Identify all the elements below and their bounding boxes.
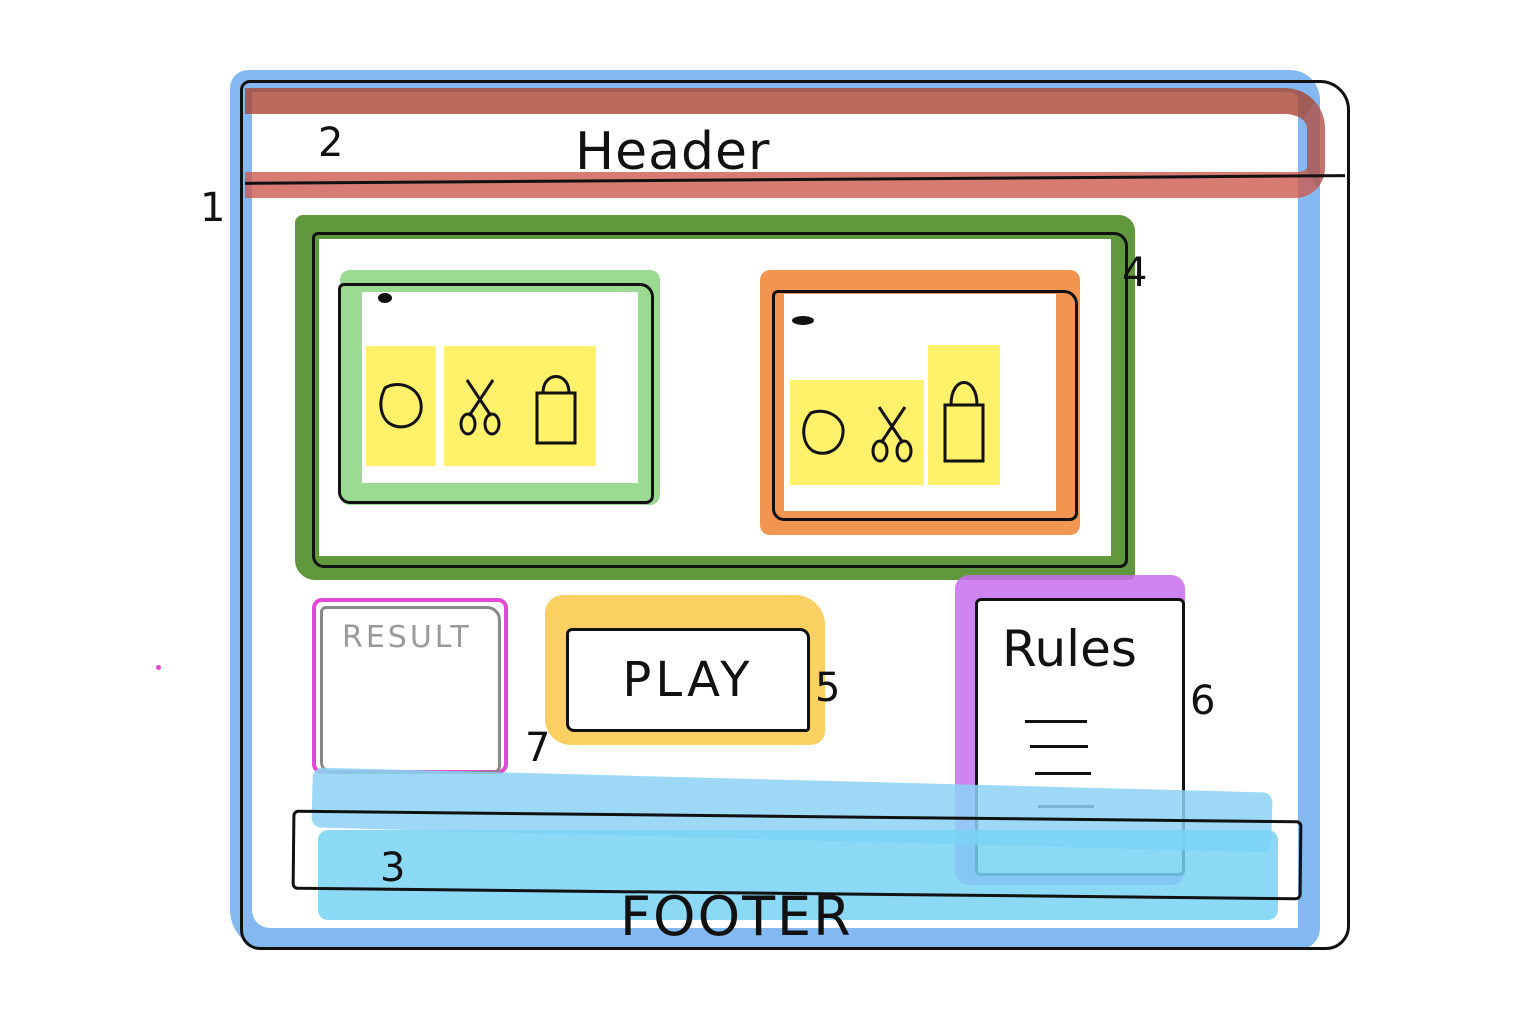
annotation-frame: 1 [200, 185, 226, 231]
player-option-rock[interactable] [366, 346, 436, 466]
annotation-header: 2 [318, 120, 344, 166]
rules-text-line [1030, 745, 1088, 748]
play-button[interactable]: PLAY [566, 628, 810, 732]
rock-icon [379, 383, 423, 429]
header [245, 88, 1325, 198]
player-card-outline [338, 283, 654, 504]
rules-text-line [1035, 772, 1091, 775]
annotation-rules: 6 [1190, 678, 1216, 724]
choices-panel-outline [312, 232, 1128, 568]
computer-card-outline [772, 290, 1078, 521]
player-option-paper-bag[interactable] [516, 346, 596, 466]
annotation-choices: 4 [1122, 250, 1148, 296]
paper-bag-icon [535, 375, 577, 445]
player-card [340, 270, 660, 505]
computer-option-scissors [860, 380, 924, 485]
footer-highlight [318, 830, 1278, 920]
rules-title: Rules [1002, 620, 1137, 678]
computer-marker-icon [792, 316, 814, 325]
computer-option-paper-bag [928, 345, 1000, 485]
computer-option-rock [790, 380, 860, 485]
rules-text-line [1025, 720, 1087, 723]
annotation-result: 7 [525, 725, 551, 771]
stray-dot [156, 665, 161, 670]
player-option-scissors[interactable] [444, 346, 516, 466]
result-label: RESULT [342, 620, 472, 655]
app-frame-outline [240, 80, 1350, 950]
annotation-play: 5 [815, 665, 841, 711]
scissors-icon [459, 379, 501, 436]
paper-bag-icon [943, 381, 985, 463]
scissors-icon [871, 405, 913, 462]
player-marker-icon [378, 293, 392, 303]
header-title: Header [575, 122, 771, 182]
rock-icon [802, 409, 845, 455]
footer-title: FOOTER [620, 885, 853, 948]
annotation-footer: 3 [380, 845, 406, 891]
